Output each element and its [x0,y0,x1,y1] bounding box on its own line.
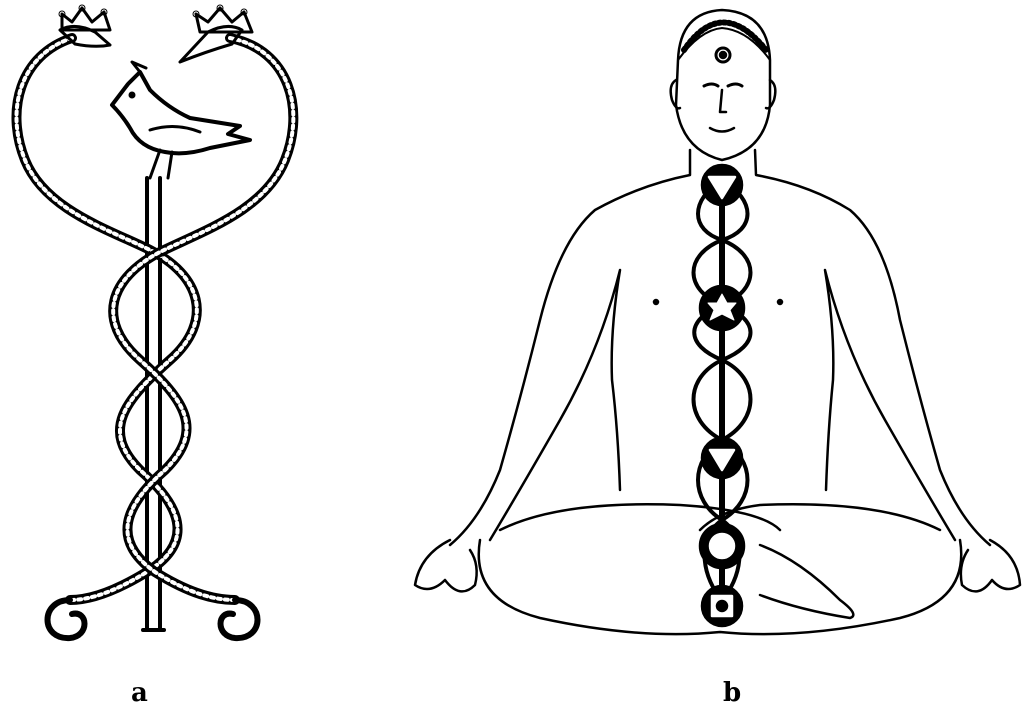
hand-right [961,540,1020,591]
head [671,10,776,160]
panel-a-caduceus [16,5,293,638]
inner-arm-right [825,270,955,540]
panel-a-caption: a [131,678,148,708]
third-eye-icon [716,48,730,62]
chakra-icon [702,438,742,478]
hand-left [415,540,477,591]
chakra-icon [702,165,742,205]
bird-icon [112,62,250,178]
panel-b-caption: b [723,678,741,708]
chakra-icon [702,586,742,626]
inner-arm-left [490,270,620,540]
chakra-icon [700,524,744,568]
panel-b-meditating-figure [415,10,1020,634]
chakra-icon [700,286,744,330]
serpent-icon [16,26,196,638]
